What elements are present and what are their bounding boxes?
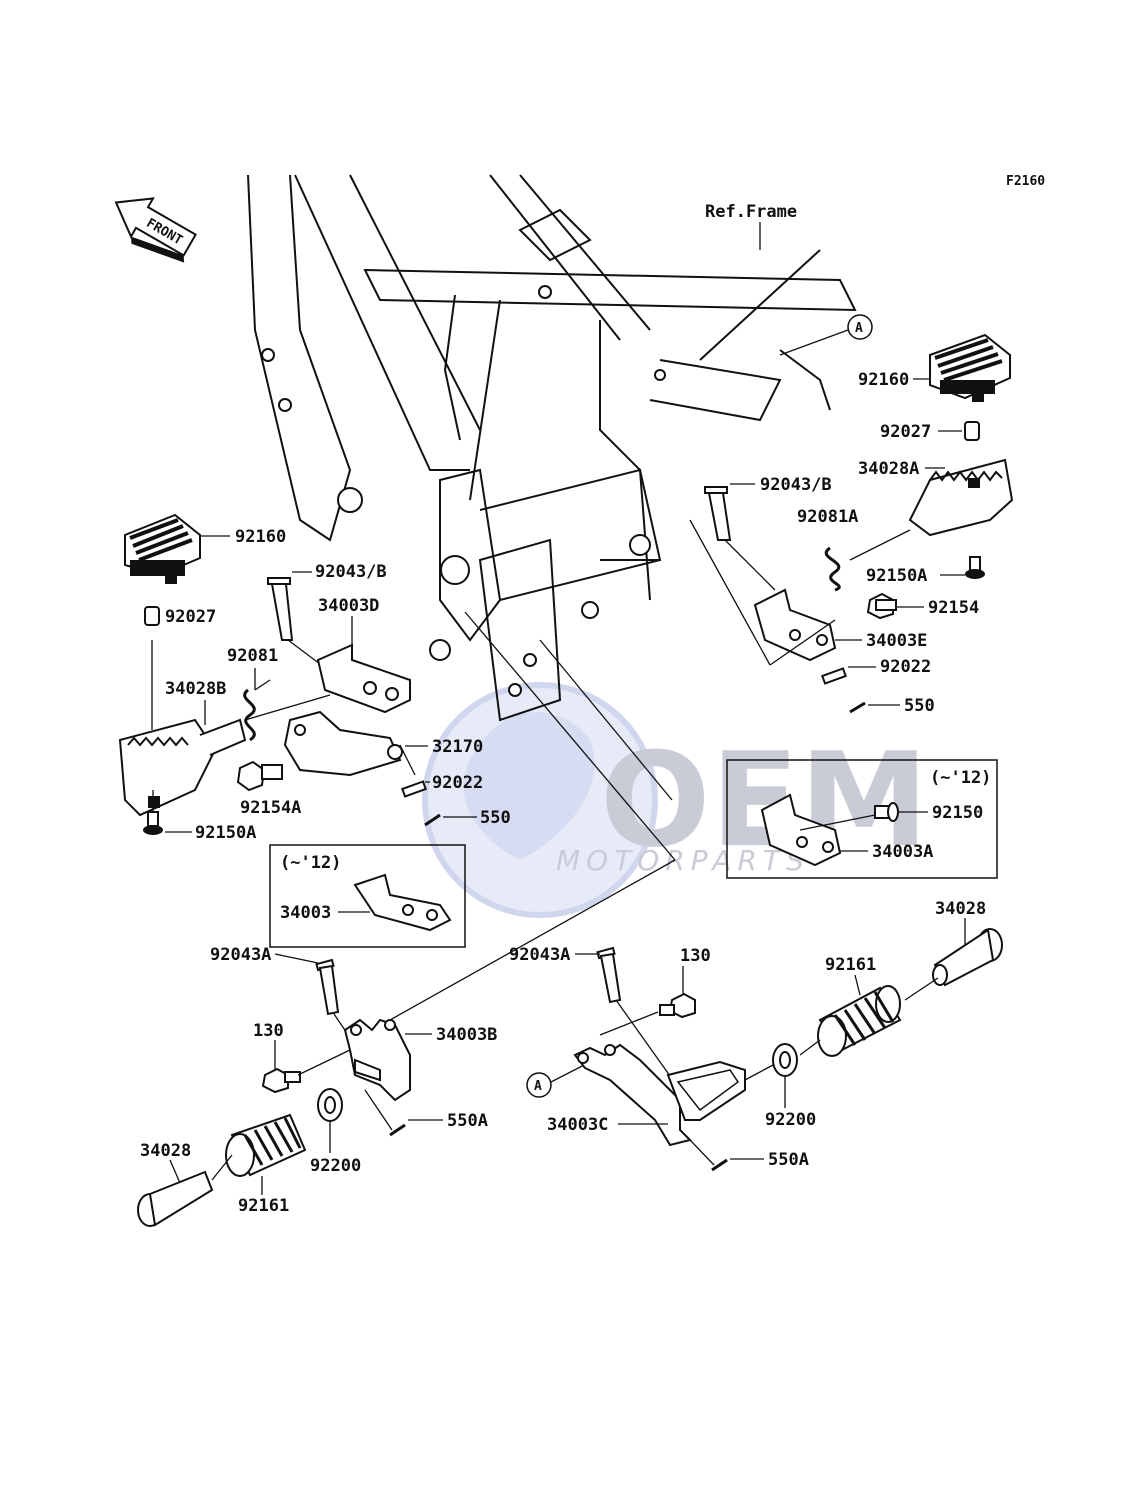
svg-text:34028A: 34028A: [858, 459, 919, 479]
svg-text:A: A: [855, 321, 863, 336]
svg-text:92022: 92022: [880, 657, 931, 677]
pivot-pin-34028-left: [137, 1170, 214, 1227]
bracket-34003B: [343, 1018, 411, 1102]
collar-92027-right: [964, 421, 980, 441]
bracket-34003D: [316, 643, 411, 714]
svg-text:92081A: 92081A: [797, 507, 858, 527]
svg-text:34003B: 34003B: [436, 1025, 497, 1045]
rubber-pad-92160-right: [929, 333, 1011, 402]
rubber-pad-92160-left: [124, 513, 201, 584]
rubber-grip-92161-right: [817, 985, 902, 1057]
footpeg-34028B: [118, 718, 247, 817]
svg-text:130: 130: [253, 1021, 284, 1041]
svg-text:92043/B: 92043/B: [315, 562, 387, 582]
washer-92022-left: [401, 780, 427, 798]
svg-text:(~'12): (~'12): [930, 768, 991, 788]
svg-text:92150A: 92150A: [866, 566, 927, 586]
rubber-grip-92161-left: [225, 1113, 307, 1177]
bolt-92154: [866, 592, 897, 620]
lower-left-assembly: [137, 611, 676, 1227]
svg-text:550A: 550A: [447, 1111, 488, 1131]
svg-text:34003E: 34003E: [866, 631, 927, 651]
svg-text:130: 130: [680, 946, 711, 966]
frame-reference: [247, 174, 857, 722]
svg-text:92160: 92160: [235, 527, 286, 547]
pin-92043A-right: [596, 946, 622, 1004]
svg-text:92154A: 92154A: [240, 798, 301, 818]
cotter-pin-550-right: [849, 701, 866, 714]
right-footpeg-assembly: [689, 333, 1014, 714]
svg-text:92200: 92200: [765, 1110, 816, 1130]
svg-text:92150A: 92150A: [195, 823, 256, 843]
lower-right-assembly: [573, 928, 1003, 1172]
svg-text:92200: 92200: [310, 1156, 361, 1176]
bolt-130-left: [261, 1067, 301, 1094]
figure-code: F2160: [1006, 174, 1045, 189]
lower-right-labels: 92043A 130 34003C 550A 92161 34028 92200: [509, 899, 986, 1170]
ref-marker-a-bottom: A: [526, 1061, 591, 1098]
cotter-pin-550-left: [424, 813, 441, 827]
bolt-92150A-right: [965, 556, 985, 579]
svg-text:32170: 32170: [432, 737, 483, 757]
svg-text:(~'12): (~'12): [280, 853, 341, 873]
left-labels: 92160 92027 92081 34028B 92154A 92150A 9…: [165, 527, 511, 843]
collar-92027-left: [144, 606, 160, 626]
svg-text:92161: 92161: [825, 955, 876, 975]
bracket-34003: [353, 873, 452, 932]
bolt-92150: [874, 802, 899, 822]
svg-text:92043A: 92043A: [509, 945, 570, 965]
svg-text:34003C: 34003C: [547, 1115, 608, 1135]
svg-text:92022: 92022: [432, 773, 483, 793]
pin-92043B-right: [704, 486, 732, 541]
svg-text:92043A: 92043A: [210, 945, 271, 965]
washer-92200-right: [772, 1043, 798, 1077]
svg-text:34028B: 34028B: [165, 679, 226, 699]
svg-text:550: 550: [480, 808, 511, 828]
right-labels: 92160 92027 34028A 92043/B 92081A 92150A…: [730, 370, 979, 716]
cotter-pin-550A-right: [711, 1158, 728, 1172]
svg-text:34028: 34028: [140, 1141, 191, 1161]
ref-marker-a-top: A: [779, 314, 873, 356]
bracket-34003E: [753, 588, 837, 662]
watermark-sub: MOTORPARTS: [556, 844, 810, 877]
svg-text:34003D: 34003D: [318, 596, 379, 616]
svg-text:92150: 92150: [932, 803, 983, 823]
bolt-92150A-left: [143, 811, 163, 835]
svg-text:92081: 92081: [227, 646, 278, 666]
lower-left-labels: 92043A 130 34003B 550A 34028 92200 92161: [140, 945, 497, 1216]
svg-text:92043/B: 92043/B: [760, 475, 832, 495]
bolt-130-right: [659, 992, 696, 1019]
spring-92081: [243, 688, 256, 742]
svg-text:92161: 92161: [238, 1196, 289, 1216]
cotter-pin-550A-left: [389, 1123, 406, 1137]
svg-text:92154: 92154: [928, 598, 979, 618]
svg-text:A: A: [534, 1079, 542, 1094]
pin-92043A-left: [315, 958, 340, 1016]
washer-92200-left: [317, 1088, 343, 1122]
svg-text:34003A: 34003A: [872, 842, 933, 862]
watermark: OEM MOTORPARTS: [422, 682, 929, 918]
left-footpeg-assembly: [118, 513, 441, 835]
bracket-34003C: [573, 1043, 746, 1147]
svg-text:550: 550: [904, 696, 935, 716]
washer-92022-right: [821, 667, 847, 685]
plate-32170: [283, 710, 403, 777]
svg-text:34003: 34003: [280, 903, 331, 923]
svg-text:34028: 34028: [935, 899, 986, 919]
variant-box-right: (~'12) 92150 34003A: [726, 759, 998, 879]
svg-text:550A: 550A: [768, 1150, 809, 1170]
watermark-brand: OEM: [600, 724, 929, 876]
pivot-pin-34028-right: [932, 928, 1003, 987]
spring-92081A: [824, 546, 841, 592]
ref-frame-label: Ref.Frame: [705, 202, 797, 222]
pin-92043B-left: [267, 577, 294, 641]
svg-text:92027: 92027: [880, 422, 931, 442]
footpeg-34028A: [908, 458, 1014, 537]
svg-text:92160: 92160: [858, 370, 909, 390]
bolt-92154A: [236, 760, 283, 792]
front-arrow-icon: FRONT: [114, 197, 198, 263]
variant-box-left: (~'12) 34003: [269, 844, 466, 948]
svg-text:92027: 92027: [165, 607, 216, 627]
